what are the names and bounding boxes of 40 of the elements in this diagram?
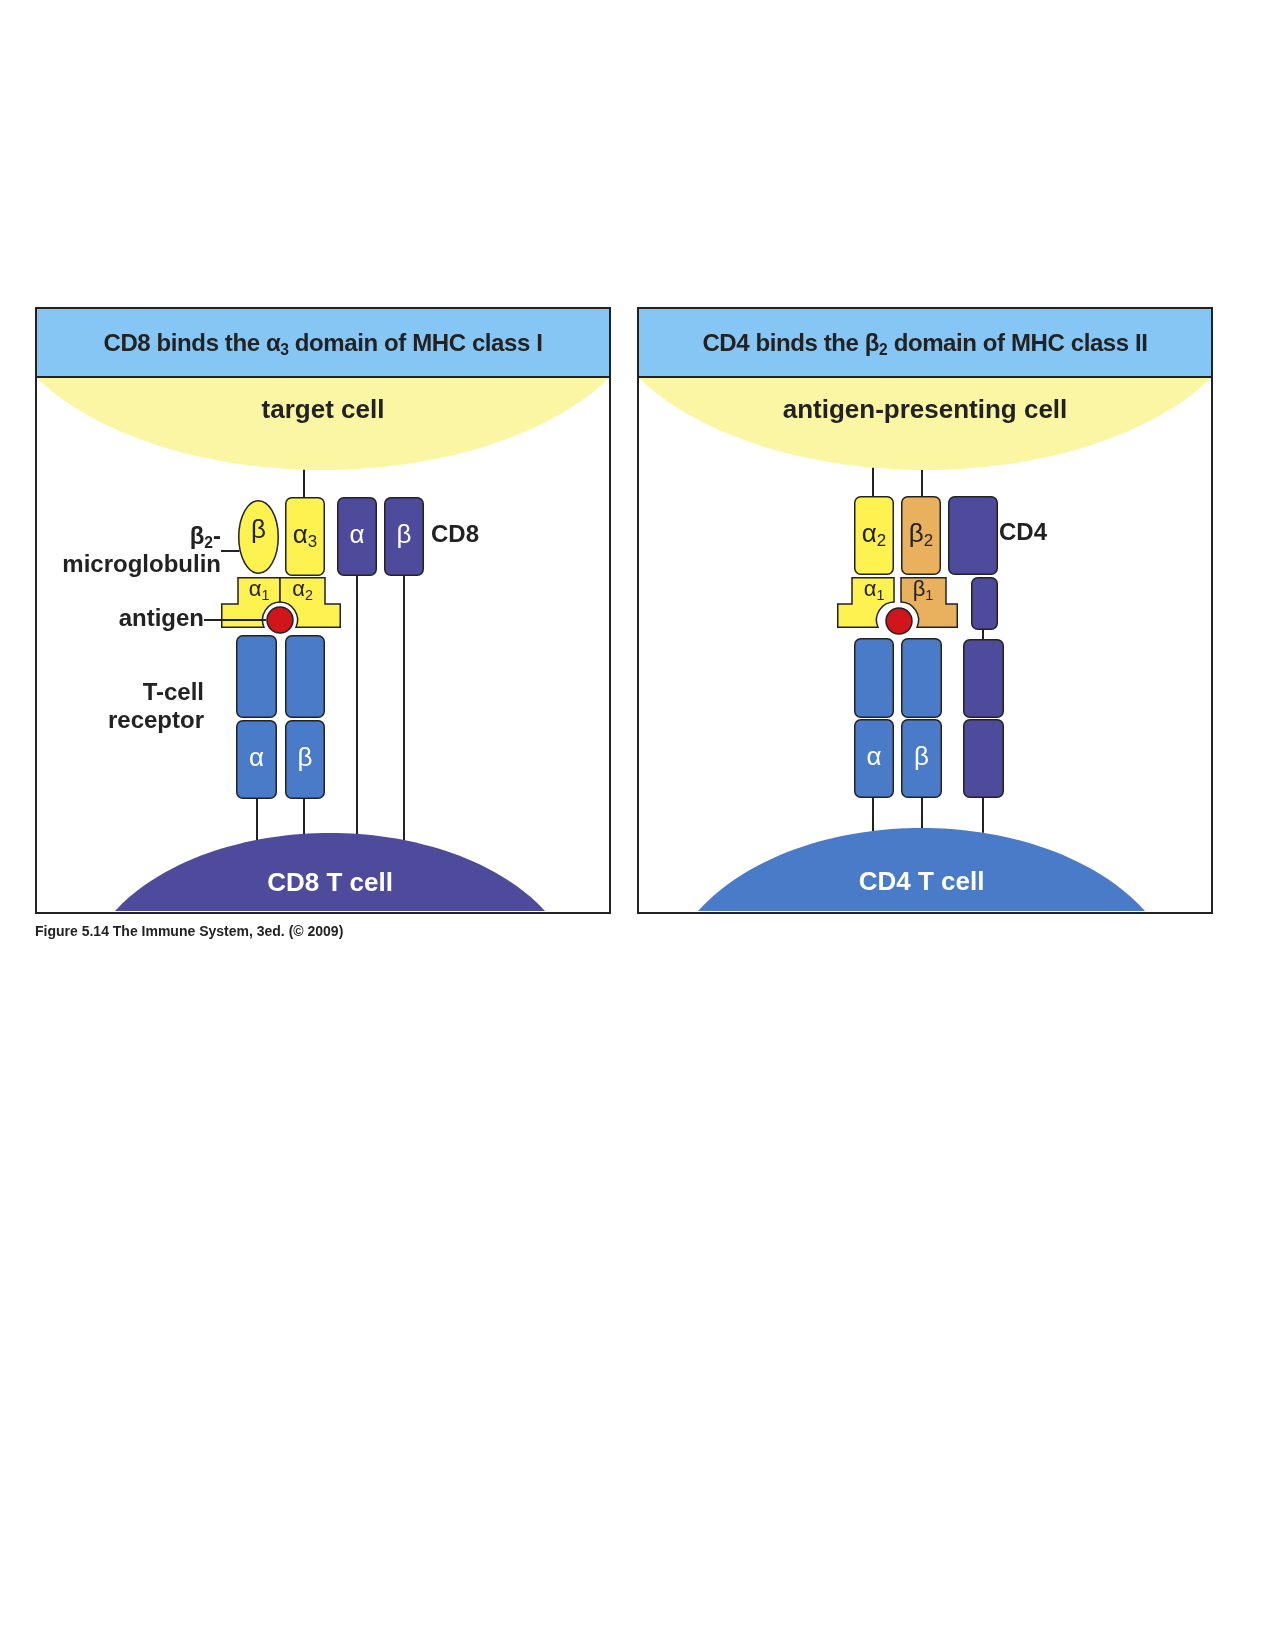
leader-line <box>220 550 241 552</box>
domain-label: β$_{1}$ <box>911 575 935 604</box>
panel <box>35 307 611 914</box>
panel-title: CD4 binds the β$_{2}$ domain of MHC class II <box>639 309 1211 378</box>
connector-line <box>872 466 874 497</box>
cell-label: target cell <box>261 394 385 424</box>
connector-line <box>921 469 923 497</box>
domain-label: α$_{1}$ <box>862 575 886 604</box>
domain-label: α$_{2}$ <box>291 575 314 604</box>
callout-label: CD8 <box>431 520 480 548</box>
connector-line <box>356 575 358 835</box>
connector-line <box>921 797 923 829</box>
domain-label: β <box>251 514 266 544</box>
domain-label: α <box>866 741 882 771</box>
connector-line <box>982 629 984 640</box>
domain-label: β <box>914 741 929 771</box>
callout-label: antigen <box>95 604 204 634</box>
callout-label: β$_{2}$- microglobulin <box>40 522 221 580</box>
domain-label: β <box>396 519 412 549</box>
cell-label: antigen-presenting cell <box>782 394 1068 424</box>
connector-line <box>303 468 305 498</box>
panel-title: CD8 binds the α$_{3}$ domain of MHC class I <box>37 309 609 378</box>
connector-line <box>256 798 258 841</box>
domain-label: α$_{1}$ <box>247 575 271 604</box>
domain-label: α$_{3}$ <box>292 519 318 549</box>
figure-caption: Figure 5.14 The Immune System, 3ed. (© 2009) <box>35 922 344 940</box>
cell-label: CD4 T cell <box>858 866 985 896</box>
domain-label: α <box>249 742 264 772</box>
connector-line <box>872 797 874 832</box>
domain-label: β$_{2}$ <box>908 518 934 548</box>
connector-line <box>303 798 305 835</box>
callout-label: CD4 <box>999 518 1048 546</box>
panel <box>637 307 1213 914</box>
connector-line <box>982 797 984 834</box>
domain-label: α <box>349 519 365 549</box>
callout-label: T-cell receptor <box>106 678 204 734</box>
domain-label: β <box>297 742 313 772</box>
cell-label: CD8 T cell <box>267 867 393 897</box>
domain-label: α$_{2}$ <box>861 518 887 548</box>
connector-line <box>403 575 405 842</box>
